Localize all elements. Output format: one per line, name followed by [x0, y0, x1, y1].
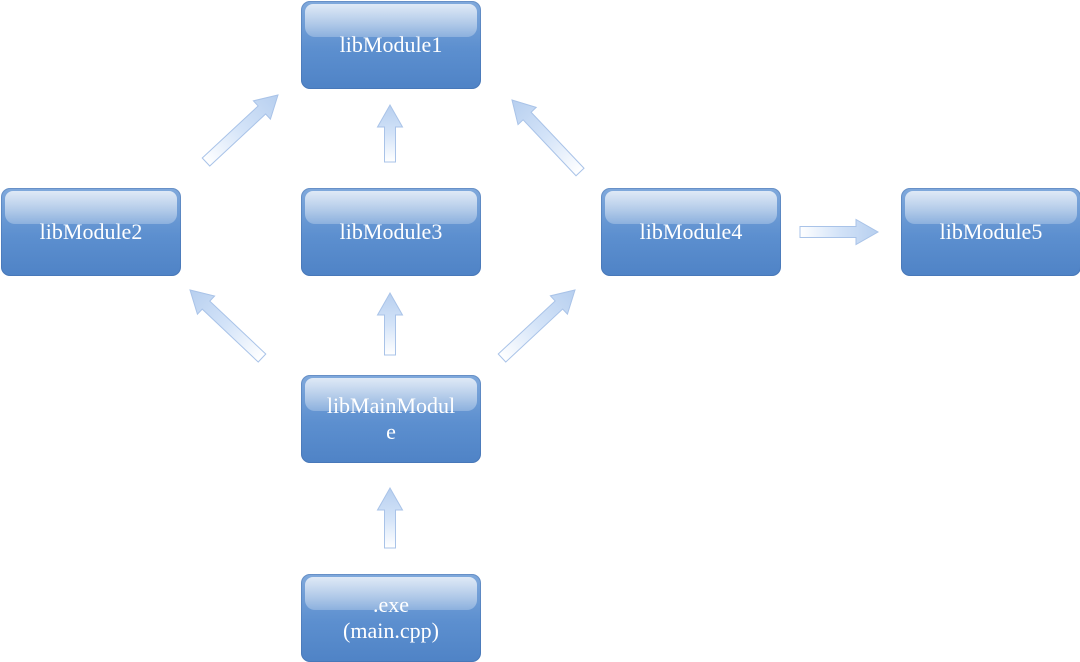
arrow-lib2-lib1	[201, 94, 279, 167]
node-libmodule5-label: libModule5	[939, 219, 1043, 244]
node-exe: .exe (main.cpp)	[301, 574, 481, 662]
arrow-main-lib3	[376, 291, 404, 356]
node-libmodule5: libModule5	[901, 188, 1080, 276]
arrow-lib4-lib1	[511, 99, 585, 177]
node-libmodule1: libModule1	[301, 1, 481, 89]
node-libmodule2-label: libModule2	[39, 219, 143, 244]
arrow-lib3-lib1	[376, 103, 404, 163]
node-libmainmodule: libMainModul e	[301, 375, 481, 463]
node-libmodule4-label: libModule4	[639, 219, 743, 244]
node-libmainmodule-label: libMainModul e	[326, 393, 456, 444]
arrow-main-lib2	[189, 289, 267, 363]
node-libmodule1-label: libModule1	[339, 32, 443, 57]
node-libmodule3: libModule3	[301, 188, 481, 276]
node-libmodule4: libModule4	[601, 188, 781, 276]
node-libmodule3-label: libModule3	[339, 219, 443, 244]
node-libmodule2: libModule2	[1, 188, 181, 276]
node-exe-label: .exe (main.cpp)	[343, 592, 439, 643]
arrow-exe-main	[376, 486, 404, 549]
arrow-lib4-lib5	[799, 218, 880, 246]
arrow-main-lib4	[497, 289, 576, 363]
